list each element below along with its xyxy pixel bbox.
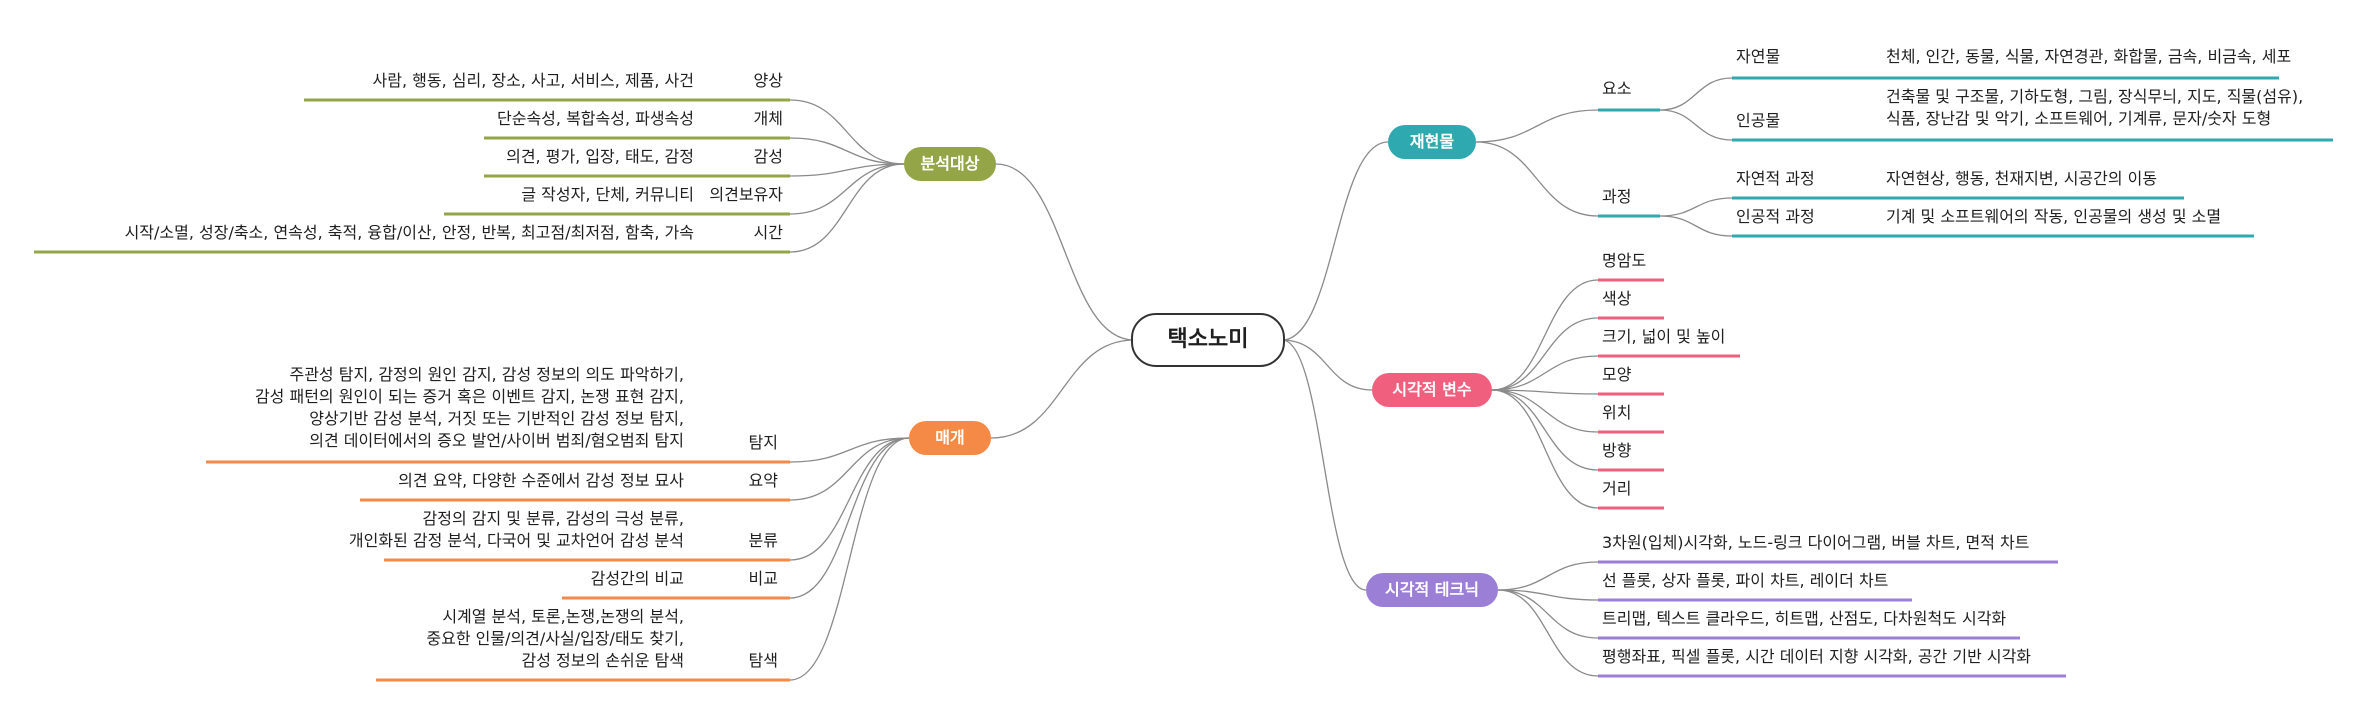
visual-technique-item[interactable]: 선 플롯, 상자 플롯, 파이 차트, 레이더 차트	[1602, 571, 1889, 590]
target-item-label[interactable]: 감성	[753, 147, 783, 166]
connector-line	[995, 163, 1135, 341]
connector-line	[1491, 389, 1599, 433]
connector-line	[1491, 389, 1599, 471]
visual-variable-item[interactable]: 크기, 넓이 및 높이	[1602, 327, 1726, 346]
target-item-desc: 시작/소멸, 성장/축소, 연속성, 축적, 융합/이산, 안정, 반복, 최고…	[124, 223, 694, 242]
connector-line	[1497, 589, 1599, 677]
target-item-label[interactable]: 양상	[753, 71, 783, 90]
node-jaehyeonmul[interactable]: 재현물	[1388, 125, 1476, 159]
visual-variable-item[interactable]: 위치	[1602, 403, 1632, 422]
desc-ingongmul: 건축물 및 구조물, 기하도형, 그림, 장식무늬, 지도, 직물(섬유), 식…	[1886, 87, 2304, 128]
node-medium[interactable]: 매개	[909, 421, 991, 455]
target-item-label[interactable]: 개체	[753, 109, 783, 128]
connector-line	[789, 437, 910, 599]
target-item-desc: 의견, 평가, 입장, 태도, 감정	[506, 147, 694, 166]
target-item-label[interactable]: 의견보유자	[709, 185, 783, 204]
connector-line	[1497, 589, 1599, 601]
medium-item-label[interactable]: 분류	[748, 531, 778, 550]
connector-line	[789, 163, 905, 253]
target-item-desc: 글 작성자, 단체, 커뮤니티	[521, 185, 694, 204]
connector-line	[1659, 109, 1733, 141]
node-analysis-target[interactable]: 분석대상	[904, 147, 996, 181]
visual-variable-item[interactable]: 방향	[1602, 441, 1632, 460]
connector-line	[1491, 389, 1599, 395]
connector-line	[1491, 389, 1599, 509]
node-ingongmul[interactable]: 인공물	[1736, 111, 1781, 130]
node-visual-technique[interactable]: 시각적 테크닉	[1366, 573, 1498, 607]
node-jayeonmul[interactable]: 자연물	[1736, 47, 1781, 66]
connector-line	[1659, 215, 1733, 237]
medium-item-label[interactable]: 탐색	[748, 651, 778, 670]
medium-item-label[interactable]: 비교	[748, 569, 778, 588]
connector-line	[789, 437, 910, 501]
node-gwajeong[interactable]: 과정	[1602, 187, 1632, 206]
connector-line	[789, 163, 905, 215]
connector-line	[789, 437, 910, 681]
node-yoso[interactable]: 요소	[1602, 79, 1632, 98]
connector-line	[789, 99, 905, 165]
medium-item-label[interactable]: 요약	[748, 471, 778, 490]
desc-natural-process: 자연현상, 행동, 천재지변, 시공간의 이동	[1886, 169, 2158, 188]
medium-item-desc: 감성간의 비교	[590, 569, 684, 588]
connector-line	[1659, 77, 1733, 111]
connector-line	[1497, 561, 1599, 591]
connector-line	[1491, 355, 1599, 391]
connector-line	[1281, 141, 1389, 341]
medium-item-label[interactable]: 탐지	[748, 433, 778, 452]
node-artificial-process[interactable]: 인공적 과정	[1736, 207, 1815, 226]
connector-line	[1281, 339, 1373, 391]
connector-line	[1491, 317, 1599, 391]
connector-line	[789, 437, 910, 561]
connector-line	[789, 163, 905, 177]
visual-variable-item[interactable]: 명암도	[1602, 251, 1647, 270]
root-node[interactable]: 택소노미	[1131, 313, 1285, 367]
medium-item-desc: 감정의 감지 및 분류, 감성의 극성 분류, 개인화된 감정 분석, 다국어 …	[348, 509, 684, 550]
connector-line	[1475, 141, 1599, 217]
connector-line	[1497, 589, 1599, 639]
connector-line	[1659, 197, 1733, 217]
visual-variable-item[interactable]: 색상	[1602, 289, 1632, 308]
medium-item-desc: 시계열 분석, 토론,논쟁,논쟁의 분석, 중요한 인물/의견/사실/입장/태도…	[426, 607, 684, 670]
medium-item-desc: 의견 요약, 다양한 수준에서 감성 정보 묘사	[398, 471, 684, 490]
connector-line	[1491, 279, 1599, 391]
node-visual-variable[interactable]: 시각적 변수	[1372, 373, 1492, 407]
visual-technique-item[interactable]: 3차원(입체)시각화, 노드-링크 다이어그램, 버블 차트, 면적 차트	[1602, 533, 2030, 552]
node-natural-process[interactable]: 자연적 과정	[1736, 169, 1815, 188]
target-item-label[interactable]: 시간	[753, 223, 783, 242]
visual-variable-item[interactable]: 거리	[1602, 479, 1632, 498]
connector-line	[1475, 109, 1599, 143]
visual-technique-item[interactable]: 트리맵, 텍스트 클라우드, 히트맵, 산점도, 다차원척도 시각화	[1602, 609, 2007, 628]
connector-line	[1281, 339, 1367, 591]
target-item-desc: 단순속성, 복합속성, 파생속성	[497, 109, 694, 128]
desc-artificial-process: 기계 및 소프트웨어의 작동, 인공물의 생성 및 소멸	[1886, 207, 2222, 226]
visual-variable-item[interactable]: 모양	[1602, 365, 1632, 384]
visual-technique-item[interactable]: 평행좌표, 픽셀 플롯, 시간 데이터 지향 시각화, 공간 기반 시각화	[1602, 647, 2032, 666]
medium-item-desc: 주관성 탐지, 감정의 원인 감지, 감성 정보의 의도 파악하기, 감성 패턴…	[254, 365, 684, 450]
desc-jayeonmul: 천체, 인간, 동물, 식물, 자연경관, 화합물, 금속, 비금속, 세포	[1886, 47, 2292, 66]
connector-line	[789, 437, 910, 463]
target-item-desc: 사람, 행동, 심리, 장소, 사고, 서비스, 제품, 사건	[372, 71, 694, 90]
connector-line	[789, 137, 905, 165]
connector-line	[990, 339, 1135, 439]
